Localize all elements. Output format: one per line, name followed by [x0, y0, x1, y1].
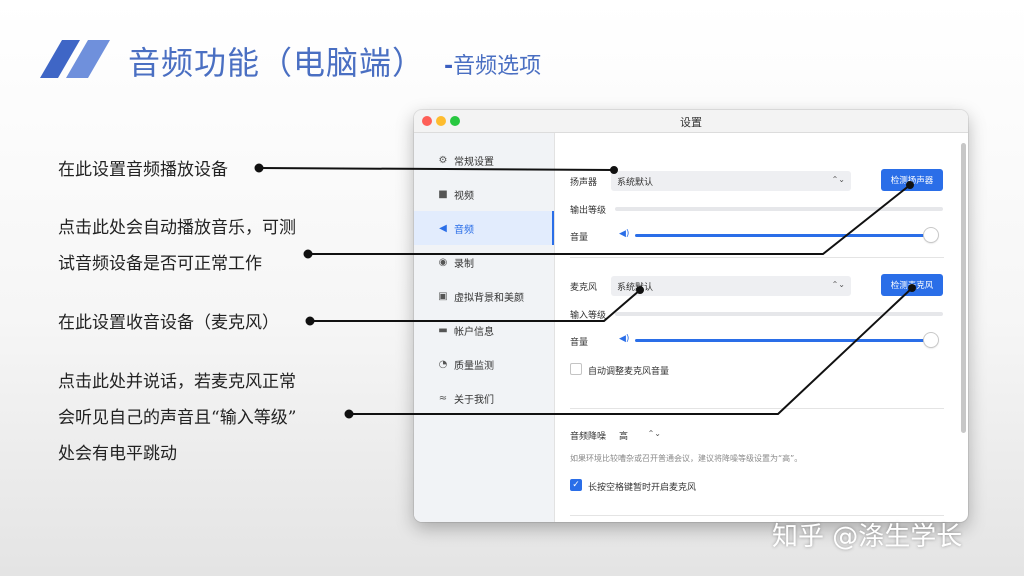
noise-level-select[interactable]: 高 ⌃⌄ [613, 425, 667, 445]
sidebar-item-background[interactable]: ▣ 虚拟背景和美颜 [414, 279, 554, 313]
section-divider [570, 515, 944, 516]
sidebar-item-label: 帐户信息 [454, 326, 494, 338]
annotation-line: 在此设置音频播放设备 [58, 160, 228, 180]
sidebar-item-label: 关于我们 [454, 394, 494, 406]
section-divider [570, 257, 944, 258]
annotation-line: 点击此处会自动播放音乐，可测 [58, 218, 296, 238]
close-window-button[interactable] [422, 116, 432, 126]
callout-dot [303, 249, 313, 259]
subtitle-text: 音频选项 [453, 54, 542, 79]
sidebar-item-about[interactable]: ≈ 关于我们 [414, 381, 554, 415]
sidebar-item-label: 常规设置 [454, 156, 494, 168]
sidebar-item-label: 录制 [454, 258, 474, 270]
record-icon: ◉ [438, 256, 448, 268]
sidebar-item-record[interactable]: ◉ 录制 [414, 245, 554, 279]
settings-window: 设置 ⚙ 常规设置 ■ 视频 ◀ 音频 ◉ 录制 ▣ 虚拟背景和美颜 ▬ 帐户信… [414, 110, 968, 522]
chevron-updown-icon: ⌃⌄ [647, 429, 661, 438]
audio-settings-panel: 扬声器 系统默认 ⌃⌄ 检测扬声器 输出等级 音量 ◀) 麦克风 系统默认 ⌃⌄… [555, 133, 968, 522]
title-decoration-icon [40, 40, 110, 78]
sidebar-item-video[interactable]: ■ 视频 [414, 177, 554, 211]
annotation-line: 会听见自己的声音且“输入等级” [58, 408, 297, 428]
callout-line-speaker-device [258, 167, 615, 171]
window-titlebar[interactable]: 设置 [414, 110, 968, 133]
microphone-label: 麦克风 [570, 283, 598, 293]
annotation-speaker-device: 在此设置音频播放设备 [58, 152, 228, 188]
speaker-volume-label: 音量 [570, 233, 589, 243]
annotation-mic-device: 在此设置收音设备（麦克风） [58, 305, 279, 341]
microphone-device-value: 系统默认 [617, 282, 654, 293]
sidebar-item-audio[interactable]: ◀ 音频 [414, 211, 554, 245]
noise-hint-text: 如果环境比较嘈杂或召开普通会议，建议将降噪等级设置为“高”。 [570, 454, 803, 463]
microphone-device-select[interactable]: 系统默认 ⌃⌄ [611, 276, 851, 296]
speaker-volume-knob[interactable] [924, 228, 938, 242]
zhihu-watermark: 知乎 @涤生学长 [772, 522, 963, 552]
sidebar-item-label: 虚拟背景和美颜 [454, 292, 524, 304]
portrait-icon: ▣ [438, 290, 448, 302]
push-to-talk-checkbox[interactable]: ✓ [570, 479, 582, 491]
noise-level-value: 高 [619, 431, 629, 442]
annotation-speaker-test: 点击此处会自动播放音乐，可测 试音频设备是否可正常工作 [58, 210, 296, 282]
subtitle-dash: - [444, 54, 454, 79]
speaker-label: 扬声器 [570, 178, 598, 188]
chevron-updown-icon: ⌃⌄ [831, 175, 845, 184]
annotation-line: 处会有电平跳动 [58, 444, 177, 464]
sidebar-item-quality[interactable]: ◔ 质量监测 [414, 347, 554, 381]
push-to-talk-label: 长按空格键暂时开启麦克风 [588, 483, 697, 493]
window-title: 设置 [680, 116, 702, 129]
volume-icon: ◀) [619, 334, 630, 344]
noise-suppression-label: 音频降噪 [570, 432, 607, 442]
zoom-window-button[interactable] [450, 116, 460, 126]
microphone-volume-slider[interactable] [635, 339, 931, 342]
sidebar-item-account[interactable]: ▬ 帐户信息 [414, 313, 554, 347]
annotation-line: 点击此处并说话，若麦克风正常 [58, 372, 296, 392]
auto-adjust-mic-label: 自动调整麦克风音量 [588, 367, 670, 377]
slide-title: 音频功能（电脑端） [128, 44, 426, 82]
speaker-icon: ◀ [439, 222, 447, 234]
quality-icon: ◔ [438, 358, 448, 370]
callout-dot [610, 166, 618, 174]
slide-subtitle: -音频选项 [444, 48, 541, 80]
callout-dot [305, 316, 315, 326]
callout-dot [908, 284, 916, 292]
speaker-device-value: 系统默认 [617, 177, 654, 188]
callout-dot [344, 409, 354, 419]
output-level-label: 输出等级 [570, 206, 607, 216]
input-level-label: 输入等级 [570, 311, 607, 321]
callout-line-speaker-test [308, 184, 911, 255]
annotation-line: 试音频设备是否可正常工作 [58, 254, 262, 274]
gear-icon: ⚙ [438, 154, 448, 166]
about-icon: ≈ [438, 392, 448, 404]
video-icon: ■ [438, 188, 448, 200]
callout-dot [906, 181, 914, 189]
settings-sidebar: ⚙ 常规设置 ■ 视频 ◀ 音频 ◉ 录制 ▣ 虚拟背景和美颜 ▬ 帐户信息 ◔… [414, 133, 555, 522]
sidebar-item-label: 音频 [454, 224, 474, 236]
speaker-volume-slider[interactable] [635, 234, 931, 237]
annotation-mic-test: 点击此处并说话，若麦克风正常 会听见自己的声音且“输入等级” 处会有电平跳动 [58, 364, 296, 472]
test-speaker-button[interactable]: 检测扬声器 [881, 169, 943, 191]
speaker-device-select[interactable]: 系统默认 ⌃⌄ [611, 171, 851, 191]
sidebar-item-label: 视频 [454, 190, 474, 202]
output-level-meter [615, 207, 943, 211]
sidebar-item-general[interactable]: ⚙ 常规设置 [414, 143, 554, 177]
vertical-scrollbar[interactable] [961, 143, 966, 433]
microphone-volume-label: 音量 [570, 338, 589, 348]
section-divider [570, 408, 944, 409]
microphone-volume-knob[interactable] [924, 333, 938, 347]
volume-icon: ◀) [619, 229, 630, 239]
callout-line-mic-test [349, 287, 913, 415]
chevron-updown-icon: ⌃⌄ [831, 280, 845, 289]
sidebar-item-label: 质量监测 [454, 360, 494, 372]
callout-dot [636, 286, 644, 294]
account-icon: ▬ [438, 324, 448, 336]
auto-adjust-mic-checkbox[interactable] [570, 363, 582, 375]
callout-dot [254, 163, 264, 173]
annotation-line: 在此设置收音设备（麦克风） [58, 313, 279, 333]
minimize-window-button[interactable] [436, 116, 446, 126]
callout-line-mic-device [310, 289, 641, 322]
input-level-meter [615, 312, 943, 316]
